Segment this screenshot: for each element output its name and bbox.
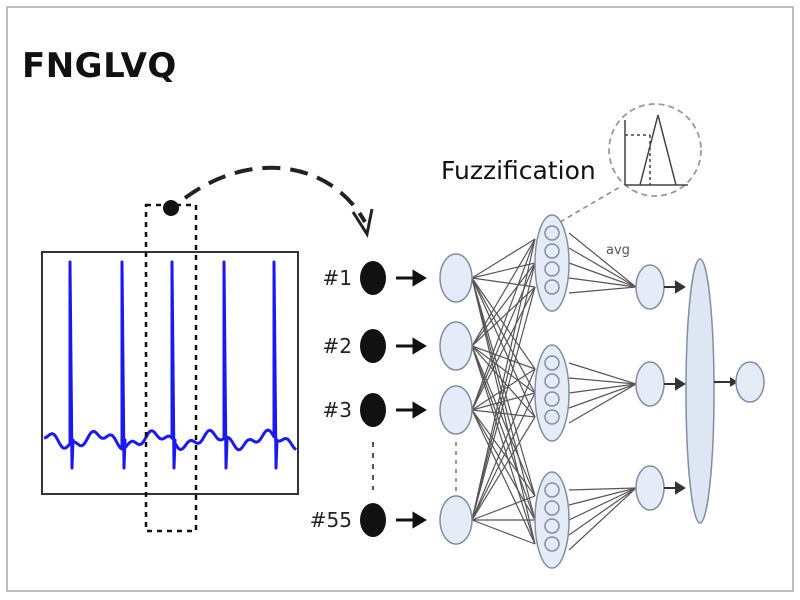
connection-edge — [568, 487, 637, 506]
fuzzy-subnode — [544, 261, 560, 277]
sample-transfer-arrow — [183, 165, 367, 223]
aggregator-node — [685, 258, 715, 524]
avg-node — [635, 264, 665, 310]
connection-edge — [471, 277, 536, 521]
connection-edge — [471, 409, 536, 497]
connection-edge — [471, 345, 536, 497]
input-node — [360, 261, 386, 295]
feature-node — [439, 495, 473, 545]
connection-edge — [568, 487, 637, 521]
connection-edge — [471, 238, 536, 347]
connection-edge — [471, 238, 536, 279]
input-nodes — [360, 261, 386, 537]
connection-edge — [471, 262, 536, 279]
fuzzy-subnode — [544, 391, 560, 407]
output-arrowhead — [730, 377, 738, 387]
input-label-1: #1 — [322, 266, 352, 290]
connection-edge — [471, 368, 536, 521]
feature-node — [439, 385, 473, 435]
connection-edge — [471, 409, 536, 521]
input-node — [360, 503, 386, 537]
connection-edge — [471, 409, 536, 418]
connection-edge — [471, 238, 536, 411]
connection-edge — [568, 487, 637, 536]
fuzzy-subnode — [544, 279, 560, 295]
input-label-55: #55 — [309, 508, 352, 532]
connection-edge — [568, 277, 637, 288]
connection-edge — [568, 232, 637, 288]
input-node — [360, 393, 386, 427]
feature-node — [439, 321, 473, 371]
fuzzy-subnode — [544, 355, 560, 371]
figure-title: FNGLVQ — [22, 46, 177, 86]
connection-edge — [471, 262, 536, 521]
connection-edge — [471, 286, 536, 521]
connection-edge — [568, 377, 637, 385]
average-layer — [635, 264, 665, 511]
avg-label: avg — [606, 243, 630, 258]
input-label-2: #2 — [322, 334, 352, 358]
connection-edge — [471, 495, 536, 521]
connection-edge — [471, 409, 536, 545]
fuzzy-subnode — [544, 225, 560, 241]
connection-edge — [568, 487, 637, 551]
connection-edge — [471, 345, 536, 394]
aggregation-arrows — [664, 280, 686, 495]
fuzzy-subnode — [544, 373, 560, 389]
connection-edge — [471, 262, 536, 347]
avg-node — [635, 465, 665, 511]
input-label-3: #3 — [322, 398, 352, 422]
connection-edge — [471, 286, 536, 347]
zoom-connector — [559, 186, 621, 223]
fuzzification-label: Fuzzification — [441, 156, 596, 185]
fuzzy-subnode — [544, 482, 560, 498]
fuzzy-subnode — [544, 536, 560, 552]
sample-point — [163, 200, 179, 216]
feature-node — [439, 253, 473, 303]
connection-edge — [568, 262, 637, 288]
connection-edge — [471, 416, 536, 521]
connection-edge — [568, 286, 637, 294]
connection-edge — [471, 345, 536, 521]
ecg-signal-box — [41, 251, 299, 495]
fuzzy-subnode — [544, 518, 560, 534]
sample-transfer-arrowhead — [351, 208, 374, 238]
connection-edge — [568, 487, 637, 491]
feature-layer — [439, 253, 473, 545]
network-connections — [471, 232, 637, 551]
ecg-signal-waveform — [43, 260, 298, 470]
connection-edge — [471, 345, 536, 370]
connection-edge — [471, 238, 536, 521]
connection-edge — [568, 362, 637, 385]
membership-zoom-circle — [608, 103, 702, 197]
fuzzy-subnode — [544, 243, 560, 259]
fuzzy-subnode — [544, 409, 560, 425]
fuzzy-subnode — [544, 500, 560, 516]
connection-edge — [471, 519, 536, 545]
input-node — [360, 329, 386, 363]
connection-edge — [568, 247, 637, 288]
connection-edge — [471, 277, 536, 497]
connection-edge — [568, 383, 637, 409]
avg-node — [635, 361, 665, 407]
connection-edge — [568, 383, 637, 424]
connection-edge — [568, 383, 637, 394]
output-node — [735, 361, 765, 403]
triangle-membership-icon — [624, 114, 688, 186]
fuzzification-layer — [534, 214, 570, 569]
input-arrows — [396, 269, 427, 529]
connection-edge — [471, 392, 536, 521]
